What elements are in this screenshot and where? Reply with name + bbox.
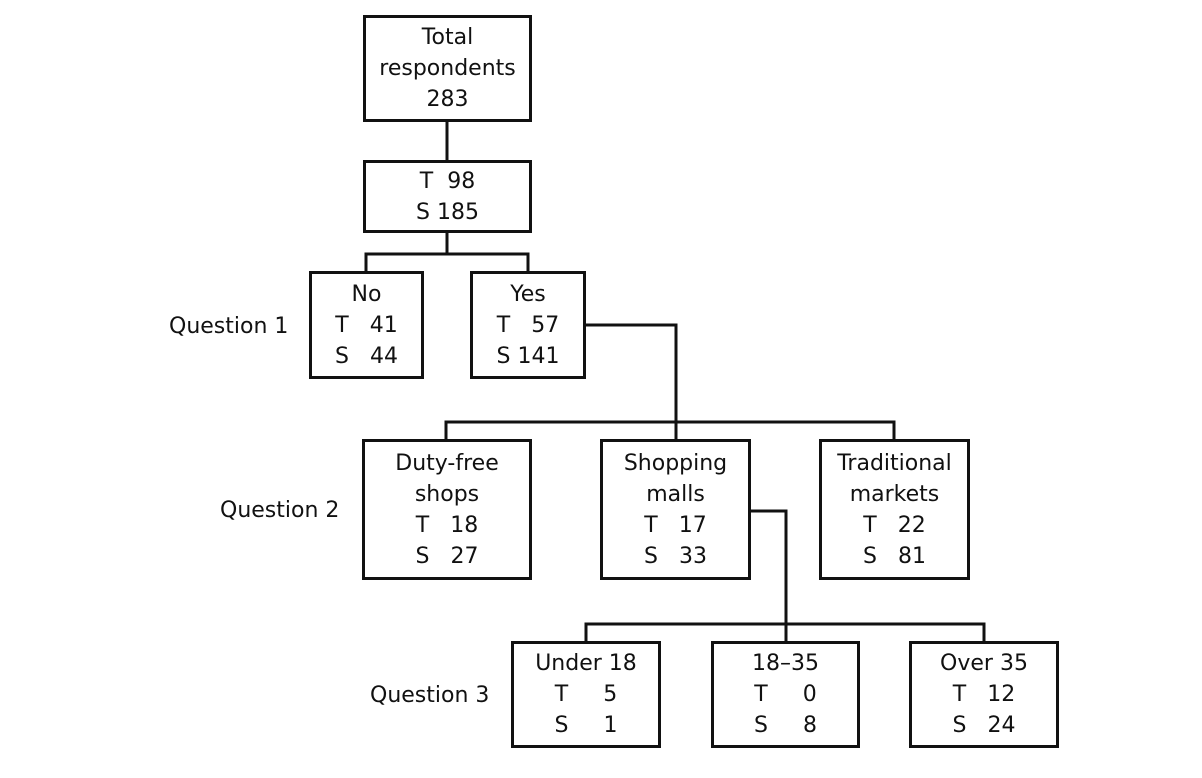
node-value: T 5 [554, 682, 618, 707]
node-label: Duty-free [395, 450, 499, 476]
node-value: S 185 [416, 199, 479, 225]
split-node-t-s: T 98 S 185 [363, 160, 532, 233]
connector [584, 323, 678, 440]
node-label: Shopping [623, 450, 728, 476]
q2-node-traditional-markets: Traditional markets T 22 S 81 [819, 439, 970, 580]
node-value: T 18 [415, 512, 479, 538]
node-value: T 22 [863, 512, 926, 538]
node-label: Yes [510, 281, 546, 307]
q3-node-18-35: 18–35 T 0 S 8 [711, 641, 860, 748]
node-label: Total [421, 25, 474, 50]
node-label: markets [849, 481, 940, 507]
node-value: S 81 [863, 543, 926, 569]
q2-node-shopping-malls: Shopping malls T 17 S 33 [600, 439, 751, 580]
q2-node-duty-free-shops: Duty-free shops T 18 S 27 [362, 439, 532, 580]
node-label: shops [414, 481, 480, 507]
node-value: T 12 [952, 682, 1016, 707]
connector [584, 622, 986, 642]
q1-node-no: No T 41 S 44 [309, 271, 424, 379]
node-value: T 57 [496, 312, 560, 338]
q3-node-under-18: Under 18 T 5 S 1 [511, 641, 661, 748]
question-3-label: Question 3 [370, 683, 490, 708]
node-value: S 27 [415, 543, 479, 569]
node-value: S 1 [554, 713, 618, 738]
connector [750, 509, 788, 642]
node-value: T 0 [754, 682, 817, 707]
node-value: T 41 [335, 312, 398, 338]
question-1-label: Question 1 [169, 314, 289, 339]
node-value: S 8 [754, 713, 817, 738]
node-label: 18–35 [752, 651, 819, 676]
node-value: T 98 [419, 168, 476, 194]
node-value: S 24 [952, 713, 1016, 738]
connector [364, 252, 530, 272]
node-value: 283 [426, 87, 469, 112]
q1-node-yes: Yes T 57 S 141 [470, 271, 586, 379]
root-node-total-respondents: Total respondents 283 [363, 15, 532, 122]
node-label: malls [646, 481, 705, 507]
connector [444, 420, 896, 440]
node-value: T 17 [644, 512, 707, 538]
node-value: S 141 [496, 343, 560, 369]
question-2-label: Question 2 [220, 498, 340, 523]
q3-node-over-35: Over 35 T 12 S 24 [909, 641, 1059, 748]
node-label: Over 35 [940, 651, 1028, 676]
node-value: S 44 [335, 343, 398, 369]
node-label: No [351, 281, 382, 307]
node-value: S 33 [644, 543, 707, 569]
node-label: respondents [379, 56, 516, 81]
node-label: Under 18 [535, 651, 637, 676]
node-label: Traditional [837, 450, 952, 476]
